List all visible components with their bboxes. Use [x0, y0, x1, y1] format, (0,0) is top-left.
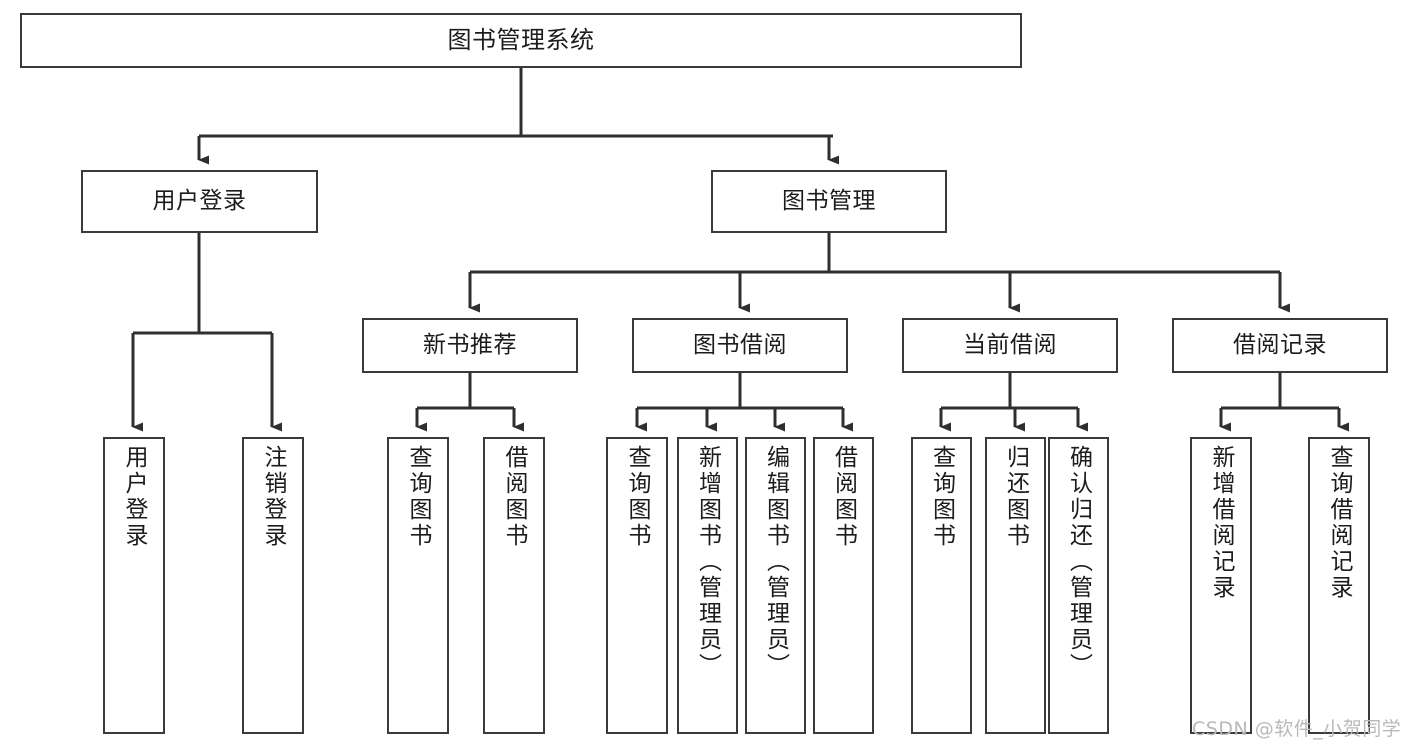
node-label: 当前借阅: [963, 331, 1057, 358]
node-root-system[interactable]: 图书管理系统: [20, 13, 1022, 68]
node-label: 新增图书（管理员）: [694, 445, 721, 679]
leaf-add-borrow-record[interactable]: 新增借阅记录: [1190, 437, 1252, 734]
node-label: 编辑图书（管理员）: [762, 445, 789, 679]
leaf-query-books-current[interactable]: 查询图书: [911, 437, 972, 734]
node-label: 归还图书: [1002, 445, 1029, 549]
node-label: 注销登录: [260, 445, 287, 549]
leaf-query-books-recommend[interactable]: 查询图书: [387, 437, 449, 734]
leaf-add-book-admin[interactable]: 新增图书（管理员）: [677, 437, 738, 734]
leaf-user-login[interactable]: 用户登录: [103, 437, 165, 734]
csdn-watermark: CSDN @软件_小贺同学: [1192, 718, 1402, 740]
node-label: 图书管理系统: [447, 26, 595, 55]
node-new-book-recommend[interactable]: 新书推荐: [362, 318, 578, 373]
node-label: 新书推荐: [423, 331, 517, 358]
leaf-query-books-borrow[interactable]: 查询图书: [606, 437, 668, 734]
node-label: 查询图书: [405, 445, 432, 549]
leaf-return-book[interactable]: 归还图书: [985, 437, 1046, 734]
node-book-borrow[interactable]: 图书借阅: [632, 318, 848, 373]
leaf-borrow-books-recommend[interactable]: 借阅图书: [483, 437, 545, 734]
node-label: 图书借阅: [693, 331, 787, 358]
node-label: 用户登录: [121, 445, 148, 549]
node-book-management[interactable]: 图书管理: [711, 170, 947, 233]
leaf-query-borrow-record[interactable]: 查询借阅记录: [1308, 437, 1370, 734]
node-label: 借阅图书: [501, 445, 528, 549]
node-current-borrow[interactable]: 当前借阅: [902, 318, 1118, 373]
node-user-login[interactable]: 用户登录: [81, 170, 318, 233]
node-label: 借阅记录: [1233, 331, 1327, 358]
node-label: 查询图书: [624, 445, 651, 549]
node-label: 新增借阅记录: [1208, 445, 1235, 601]
node-label: 查询图书: [928, 445, 955, 549]
node-label: 图书管理: [782, 187, 876, 214]
leaf-edit-book-admin[interactable]: 编辑图书（管理员）: [745, 437, 806, 734]
node-label: 用户登录: [152, 187, 247, 214]
node-borrow-records[interactable]: 借阅记录: [1172, 318, 1388, 373]
leaf-borrow-book[interactable]: 借阅图书: [813, 437, 874, 734]
leaf-confirm-return-admin[interactable]: 确认归还（管理员）: [1048, 437, 1109, 734]
node-label: 借阅图书: [830, 445, 857, 549]
leaf-user-logout[interactable]: 注销登录: [242, 437, 304, 734]
node-label: 查询借阅记录: [1326, 445, 1353, 601]
node-label: 确认归还（管理员）: [1065, 445, 1092, 679]
